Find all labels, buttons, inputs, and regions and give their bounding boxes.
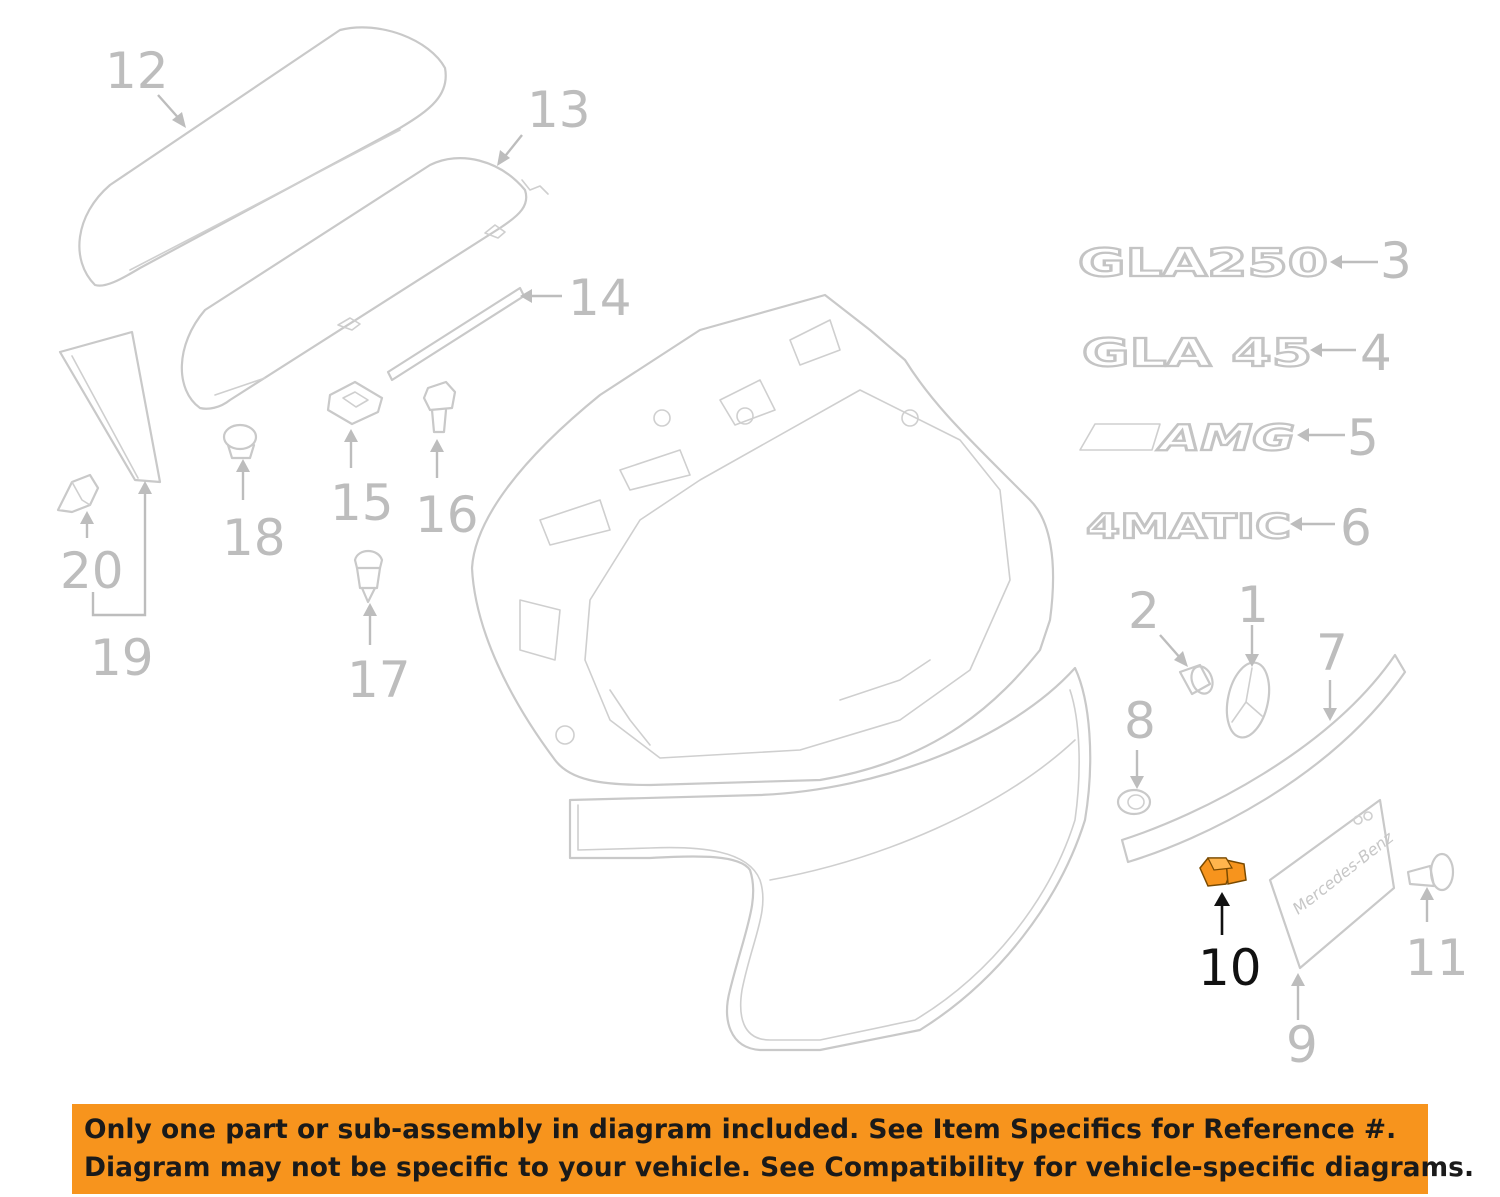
disclaimer-line-1: Only one part or sub-assembly in diagram… (84, 1114, 1397, 1145)
callout-5: 5 (1347, 409, 1379, 467)
part-11-screw (1406, 852, 1455, 892)
part-2-grommet (1178, 663, 1214, 696)
callout-11: 11 (1405, 929, 1469, 987)
part-8-grommet (1116, 788, 1152, 816)
callout-14: 14 (568, 269, 632, 327)
callout-15: 15 (330, 474, 394, 532)
liftgate-outer-panel (568, 666, 1092, 1052)
part-14-seal-strip (386, 286, 526, 382)
part-18-grommet (222, 423, 258, 460)
liftgate-inner-frame (470, 293, 1055, 787)
callout-20: 20 (60, 542, 124, 600)
part-10-nut-highlighted (1199, 857, 1247, 887)
part-13-spoiler-housing (180, 157, 549, 410)
callout-6: 6 (1340, 499, 1372, 557)
callout-17: 17 (347, 651, 411, 709)
part-15-clip-nut (326, 380, 384, 426)
callout-3: 3 (1380, 232, 1412, 290)
part-1-star-emblem (1225, 661, 1271, 739)
callout-9: 9 (1286, 1016, 1318, 1074)
callout-2: 2 (1128, 582, 1160, 640)
leader-lines (80, 94, 1434, 1020)
emblem-gla45: GLA 45 (1082, 331, 1312, 375)
part-17-screw (353, 549, 384, 604)
callout-16: 16 (415, 486, 479, 544)
part-19-pillar-trim (58, 330, 162, 484)
callout-13: 13 (527, 81, 591, 139)
part-20-push-clip (56, 473, 100, 514)
callout-7: 7 (1316, 624, 1348, 682)
callout-8: 8 (1124, 692, 1156, 750)
callout-19: 19 (90, 629, 154, 687)
emblem-4matic: 4MATIC (1086, 507, 1291, 547)
part-7-trim-strip (1120, 653, 1407, 864)
callout-4: 4 (1360, 324, 1392, 382)
callout-1: 1 (1237, 576, 1269, 634)
amg-stripes-icon (1079, 423, 1161, 451)
part-12-spoiler (78, 26, 447, 287)
callout-18: 18 (222, 509, 286, 567)
disclaimer-banner: Only one part or sub-assembly in diagram… (72, 1104, 1475, 1194)
parts-diagram: Mercedes-Benz GLA250 GLA 45 AMG 4MATIC (56, 26, 1469, 1074)
callout-12: 12 (105, 42, 169, 100)
part-16-retainer (422, 380, 457, 434)
emblem-gla250: GLA250 (1078, 241, 1328, 285)
emblem-amg: AMG (1156, 418, 1295, 459)
svg-text:Mercedes-Benz: Mercedes-Benz (1289, 827, 1398, 918)
part-9-license-bracket: Mercedes-Benz (1268, 798, 1398, 970)
callout-10: 10 (1198, 939, 1262, 997)
disclaimer-line-2: Diagram may not be specific to your vehi… (84, 1152, 1475, 1183)
